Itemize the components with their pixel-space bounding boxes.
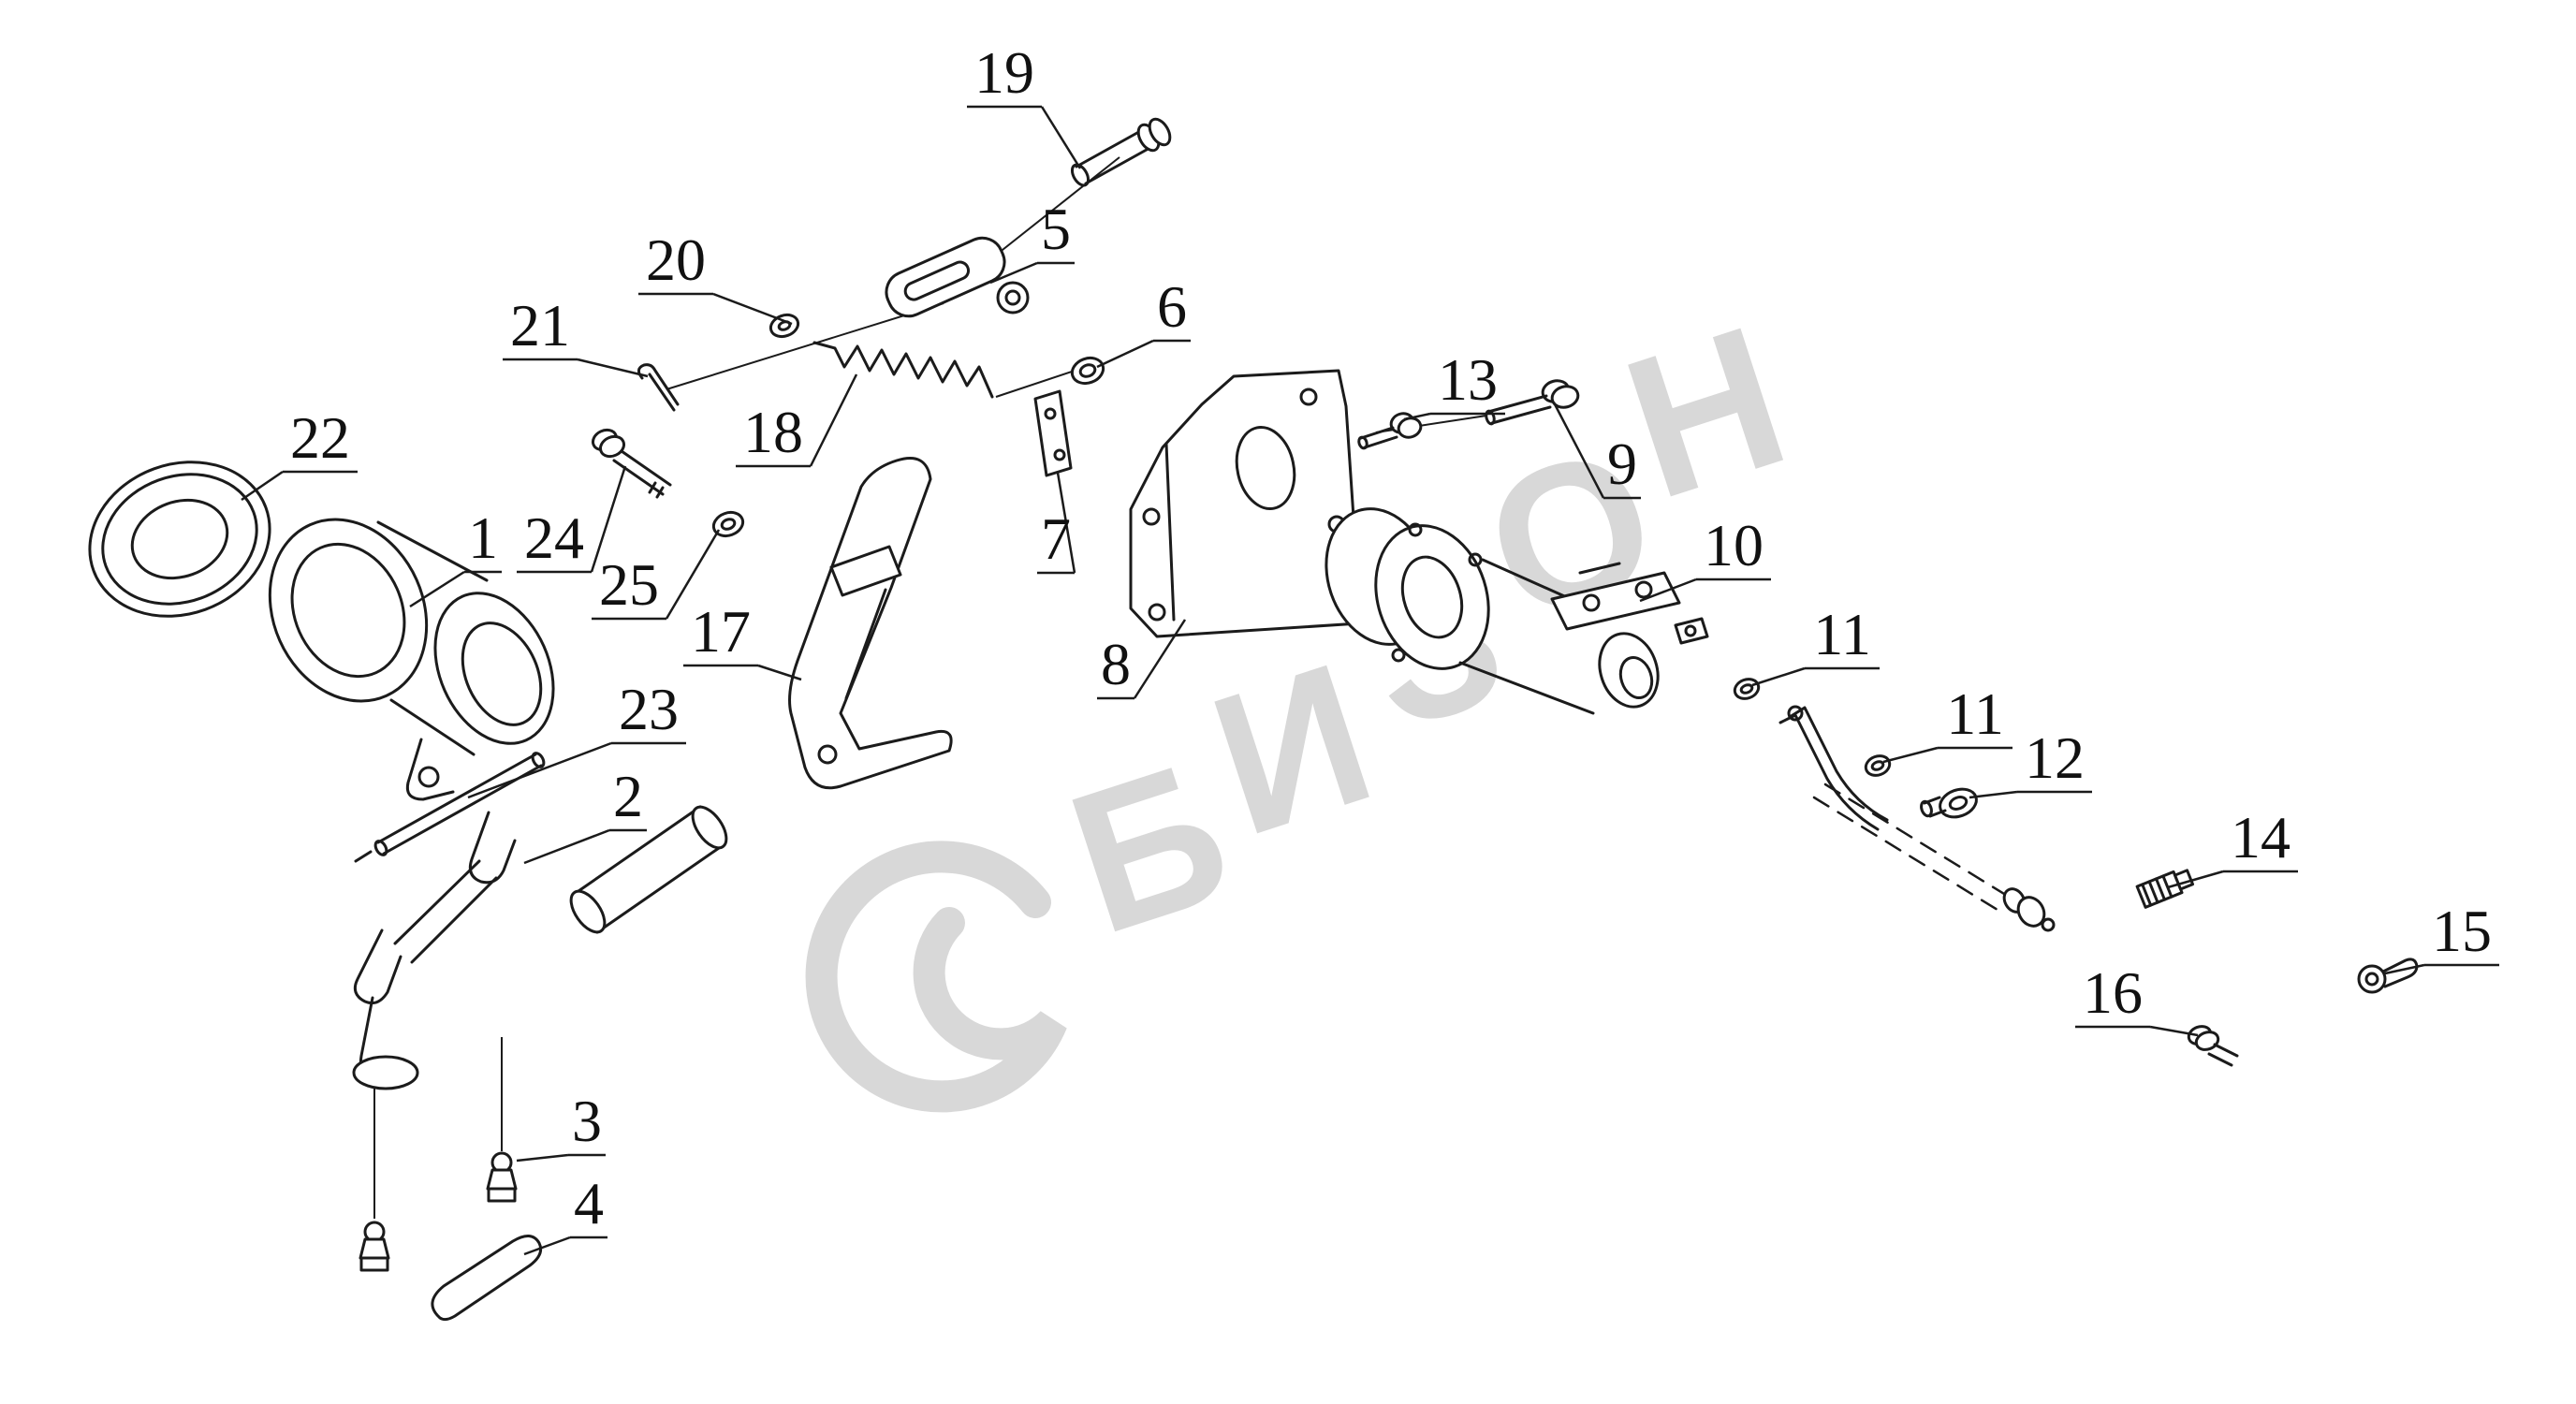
part-21-cotter-pin	[637, 363, 680, 412]
part-callout-20-2: 20	[646, 227, 706, 293]
part-callout-12-18: 12	[2025, 724, 2085, 791]
part-12-plug	[1920, 787, 1978, 819]
part-callout-2-20: 2	[613, 763, 643, 829]
part-callout-11-17: 11	[1946, 680, 2004, 747]
part-13-bolt	[1357, 412, 1423, 450]
part-callout-25-12: 25	[599, 551, 659, 618]
part-3-grease-fittings	[359, 1151, 518, 1272]
part-callout-13-5: 13	[1438, 346, 1498, 413]
part-25-nut	[711, 510, 745, 538]
part-9-bolt	[1485, 379, 1580, 426]
part-callout-17-13: 17	[691, 598, 751, 665]
part-callout-7-11: 7	[1041, 505, 1071, 572]
part-10-cylinder-assembly	[1325, 507, 1709, 715]
part-callout-23-19: 23	[619, 676, 679, 742]
part-callout-24-9: 24	[524, 505, 584, 571]
part-16-bolt	[2187, 1025, 2239, 1067]
part-19-clevis-pin	[1070, 117, 1172, 187]
part-7-link-plate	[1033, 389, 1073, 477]
part-callout-14-21: 14	[2231, 804, 2291, 870]
bizon-logo-watermark	[805, 841, 1067, 1113]
part-callout-4-25: 4	[574, 1170, 604, 1236]
part-24-bolt	[591, 428, 672, 499]
part-17-lever	[788, 457, 953, 790]
part-1-release-housing	[268, 518, 555, 801]
part-callout-9-6: 9	[1607, 431, 1637, 497]
part-20-washer	[768, 313, 800, 339]
part-callout-21-3: 21	[510, 292, 570, 358]
part-callout-11-16: 11	[1813, 601, 1871, 667]
part-callout-6-4: 6	[1157, 273, 1187, 340]
part-22-thrust-ring	[88, 461, 271, 618]
part-11-washers	[1733, 678, 1892, 777]
leader-lines	[241, 105, 2499, 1256]
part-18-spring	[812, 341, 994, 399]
part-callout-15-22: 15	[2432, 898, 2492, 964]
part-2-release-fork	[352, 805, 728, 1090]
hose-and-bracket	[1778, 705, 2056, 932]
part-callout-18-10: 18	[743, 399, 803, 465]
part-callout-1-8: 1	[468, 505, 498, 571]
part-callout-22-7: 22	[290, 404, 350, 471]
part-8-mounting-plate	[1129, 369, 1374, 638]
part-callout-8-14: 8	[1101, 631, 1131, 697]
part-callout-3-24: 3	[572, 1088, 602, 1154]
part-5-clamp-bracket	[885, 236, 1030, 318]
part-callout-10-15: 10	[1704, 512, 1764, 578]
axis-lines	[373, 156, 1487, 1219]
part-callout-16-23: 16	[2083, 959, 2143, 1026]
part-4-retainer-strip	[431, 1235, 543, 1322]
part-callout-5-1: 5	[1041, 196, 1071, 262]
part-callout-19-0: 19	[974, 39, 1034, 106]
